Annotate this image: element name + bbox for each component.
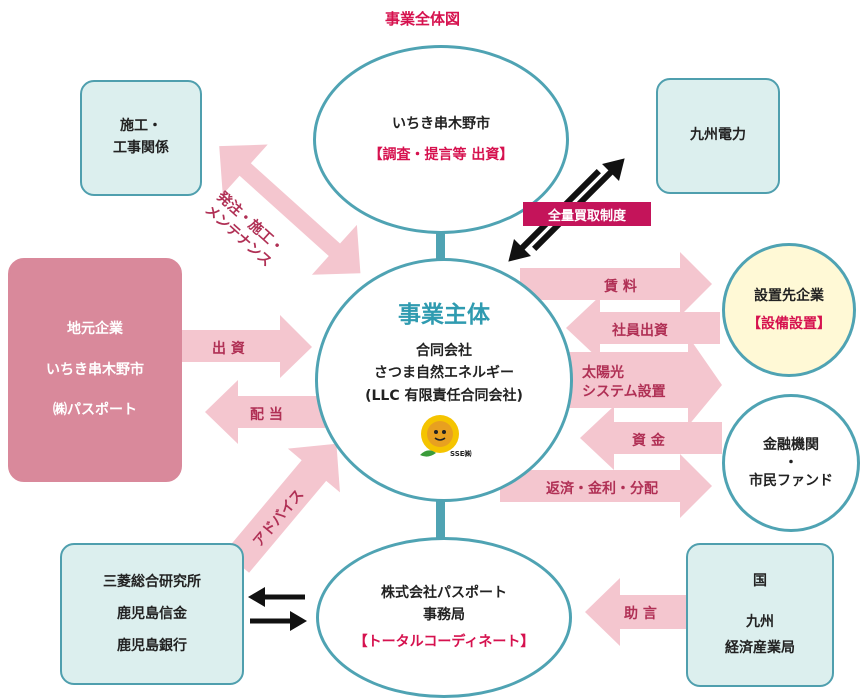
label-advice-right: 助 言: [624, 606, 657, 622]
construction-line2: 工事関係: [113, 140, 169, 156]
bottom-connector: [436, 500, 445, 540]
kyushu-power-box: 九州電力: [656, 78, 780, 194]
research-line3: 鹿児島銀行: [117, 638, 187, 655]
finance-node: 金融機関 ・ 市民ファンド: [722, 394, 860, 532]
funds-arrow: [580, 406, 722, 470]
government-box: 国 九州 経済産業局: [686, 543, 834, 687]
construction-box: 施工・ 工事関係: [80, 80, 202, 196]
research-line2: 鹿児島信金: [117, 605, 187, 622]
passport-role: 事務局: [423, 607, 465, 624]
construction-line1: 施工・: [120, 118, 162, 135]
policy-badge: 全量買取制度: [523, 202, 651, 226]
center-line1: 合同会社: [416, 342, 472, 359]
sunflower-logo: SSE㈱: [414, 411, 474, 463]
gov-line1: 国: [753, 573, 767, 590]
repay-arrow: [500, 454, 712, 518]
page-title: 事業全体図: [385, 10, 461, 28]
research-arrow-left: [248, 587, 305, 607]
gov-line2: 九州: [746, 613, 774, 630]
passport-name: 株式会社パスポート: [381, 584, 507, 601]
research-box: 三菱総合研究所 鹿児島信金 鹿児島銀行: [60, 543, 244, 685]
local-line1: 地元企業: [67, 321, 123, 338]
bottom-node-passport: 株式会社パスポート 事務局 【トータルコーディネート】: [316, 537, 572, 698]
rent-arrow: [520, 252, 712, 316]
advice-right-arrow: [585, 578, 686, 646]
dividend-arrow: [205, 380, 325, 444]
logo-text: SSE㈱: [450, 449, 472, 458]
invest-arrow: [180, 315, 312, 378]
top-connector: [436, 228, 445, 268]
installer-line2: 【設備設置】: [747, 316, 831, 332]
passport-function: 【トータルコーディネート】: [353, 633, 535, 650]
solar-arrow: [540, 336, 722, 426]
installer-node: 設置先企業 【設備設置】: [722, 243, 856, 377]
label-repay: 返済・金利・分配: [546, 481, 658, 497]
center-line3: (LLC 有限責任合同会社): [365, 387, 523, 404]
label-funds: 資 金: [632, 433, 665, 449]
label-invest: 出 資: [212, 341, 245, 357]
kyushu-power-label: 九州電力: [690, 127, 746, 144]
city-role: 【調査・提言等 出資】: [368, 146, 514, 163]
label-rent: 賃 料: [604, 279, 637, 295]
gov-line3: 経済産業局: [725, 640, 795, 657]
city-name: いちき串木野市: [392, 116, 490, 133]
installer-line1: 設置先企業: [754, 287, 824, 304]
finance-line2: ・: [784, 455, 798, 471]
local-line2: いちき串木野市: [46, 361, 144, 378]
staff-invest-arrow: [566, 296, 720, 360]
finance-line3: 市民ファンド: [749, 473, 833, 489]
order-arrow: [219, 144, 361, 275]
finance-line1: 金融機関: [763, 436, 819, 453]
center-line2: さつま自然エネルギー: [374, 365, 514, 382]
research-line1: 三菱総合研究所: [103, 573, 201, 590]
center-title: 事業主体: [398, 302, 490, 329]
label-solar: 太陽光 システム設置: [582, 365, 666, 400]
advice-left-arrow: [224, 443, 340, 573]
local-companies-box: 地元企業 いちき串木野市 ㈱パスポート: [8, 258, 182, 482]
label-dividend: 配 当: [250, 407, 283, 423]
label-staff-invest: 社員出資: [612, 323, 668, 339]
center-node-operator: 事業主体 合同会社 さつま自然エネルギー (LLC 有限責任合同会社) SSE㈱: [315, 258, 573, 502]
research-arrow-right: [250, 611, 307, 631]
local-line3: ㈱パスポート: [53, 402, 137, 419]
